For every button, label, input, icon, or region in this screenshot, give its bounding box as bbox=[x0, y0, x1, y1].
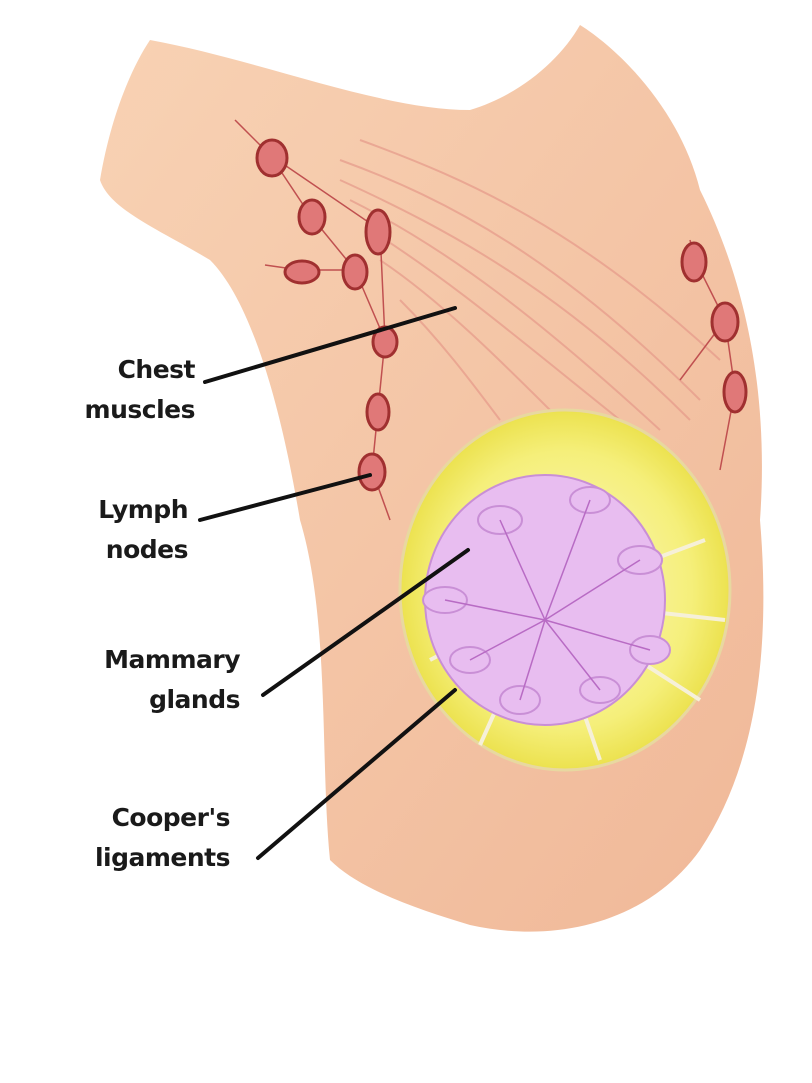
leader-line-mammary-glands bbox=[261, 548, 470, 697]
leader-line-lymph-nodes bbox=[198, 473, 372, 522]
label-coopers-ligaments: Cooper's ligaments bbox=[94, 803, 231, 872]
lymph-node-icons bbox=[255, 138, 748, 492]
label-mammary-glands: Mammary glands bbox=[104, 645, 240, 714]
leader-line-coopers-ligaments bbox=[256, 688, 457, 860]
leader-line-chest-muscles bbox=[203, 306, 457, 384]
chest-muscle-fibers bbox=[339, 139, 721, 431]
label-lymph-nodes: Lymph nodes bbox=[98, 495, 188, 564]
milk-ducts bbox=[444, 499, 651, 701]
mammary-gland-lobules bbox=[422, 474, 671, 726]
leader-lines bbox=[198, 306, 470, 860]
label-chest-muscles: Chest muscles bbox=[84, 355, 196, 424]
